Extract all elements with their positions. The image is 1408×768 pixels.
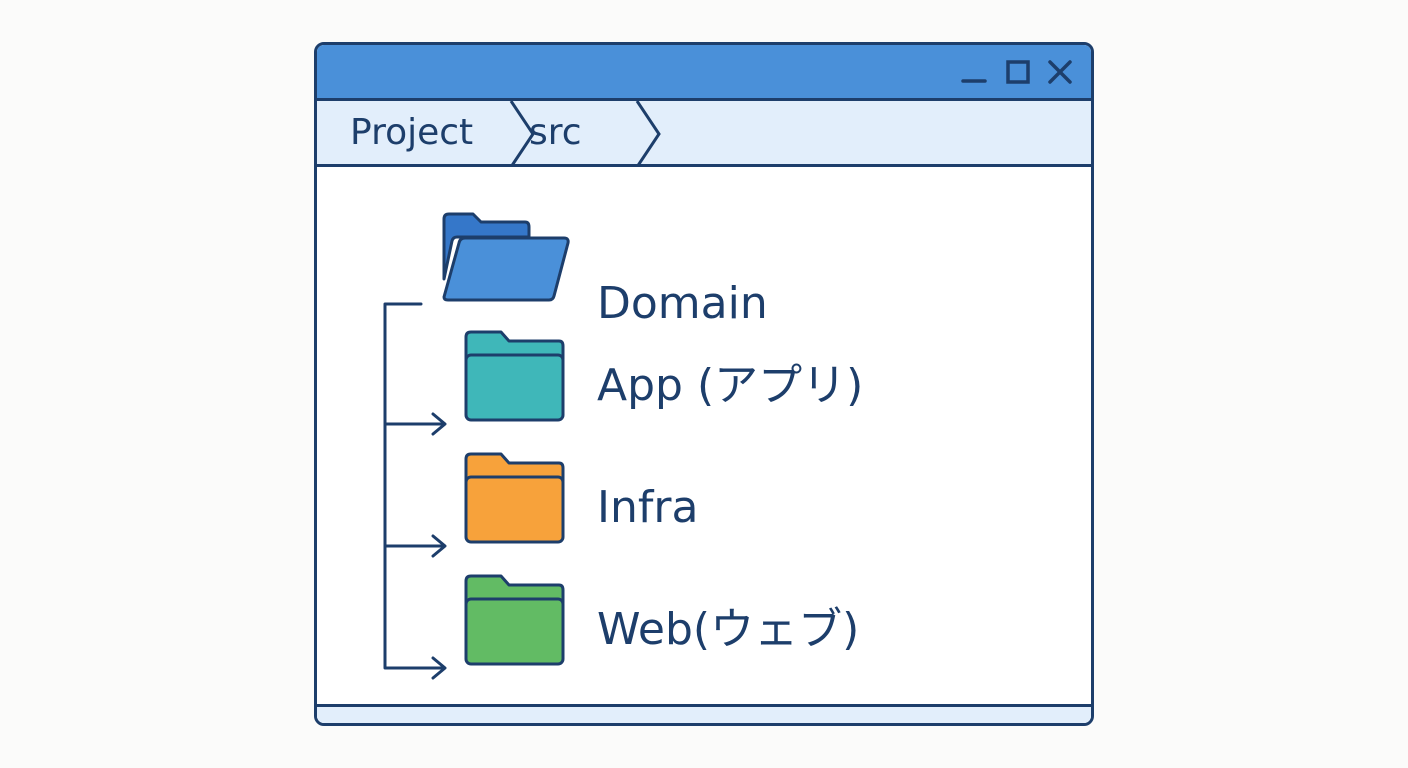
chevron-right-icon — [635, 101, 661, 167]
chevron-right-icon — [509, 101, 535, 167]
tree-item-label: Infra — [597, 482, 699, 533]
tree-item-label: Web(ウェブ) — [597, 604, 860, 655]
folder-open-icon — [442, 212, 570, 302]
folder-icon — [464, 452, 565, 544]
close-icon[interactable] — [1047, 59, 1073, 85]
status-bar — [317, 704, 1091, 723]
title-bar[interactable] — [317, 45, 1091, 101]
folder-icon — [464, 574, 565, 666]
tree-connector-lines — [383, 302, 447, 680]
tree-item-label: Domain — [597, 278, 768, 329]
folder-tree: Domain App (アプリ) Infra Web(ウェブ) — [317, 167, 1091, 707]
file-explorer-window: Project src Domain — [314, 42, 1094, 726]
breadcrumb: Project src — [317, 101, 1091, 167]
folder-icon — [464, 330, 565, 422]
breadcrumb-item-src[interactable]: src — [529, 112, 582, 153]
breadcrumb-item-project[interactable]: Project — [350, 112, 474, 153]
minimize-icon[interactable] — [961, 59, 987, 85]
tree-item-label: App (アプリ) — [597, 360, 864, 411]
maximize-icon[interactable] — [1005, 59, 1031, 85]
